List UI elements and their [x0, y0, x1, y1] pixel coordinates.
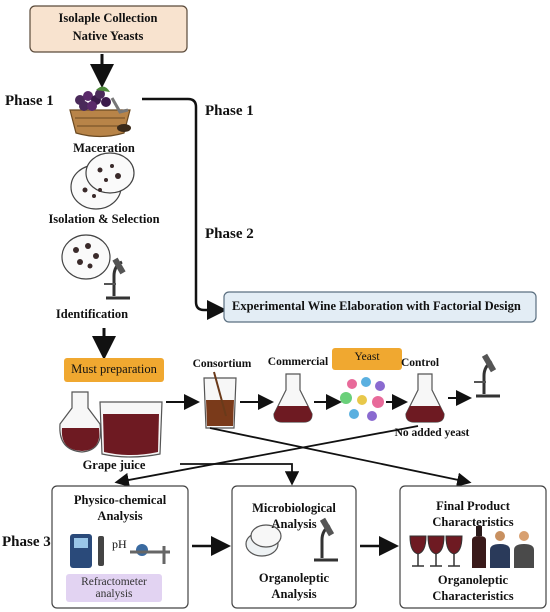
grape-juice-label: Grape juice	[82, 458, 146, 472]
experimental-box	[223, 291, 537, 323]
microscope-icon-2	[474, 353, 500, 398]
consortium-label: Consortium	[192, 358, 252, 370]
final-title: Final Product Characteristics	[432, 498, 513, 530]
wine-bottle-icon	[472, 526, 486, 568]
collection-line1: Isolaple Collection	[58, 11, 158, 25]
petri-dish-icon-2	[245, 524, 282, 557]
cross-line-1	[209, 427, 472, 487]
physico-line1: Physico-chemical	[73, 493, 167, 507]
ph-meter-icon	[70, 534, 170, 568]
isolation-label: Isolation & Selection	[48, 212, 160, 226]
micro-line2: Analysis	[271, 517, 317, 531]
phase1-left-label: Phase 1	[5, 93, 54, 109]
maceration-label: Maceration	[73, 141, 135, 155]
refract-line2: analysis	[95, 588, 133, 600]
organo2-title: Organoleptic Characteristics	[432, 572, 513, 604]
grape-basket-icon	[69, 86, 131, 138]
tasters-icon	[490, 531, 534, 568]
organo2-line2: Characteristics	[432, 589, 514, 603]
wine-glasses-icon	[409, 535, 463, 567]
final-line1: Final Product	[436, 499, 510, 513]
identification-label: Identification	[55, 307, 129, 321]
refractometer-box	[66, 574, 162, 602]
organo1-line2: Analysis	[271, 587, 317, 601]
branch-line	[180, 463, 300, 486]
phase3-label: Phase 3	[2, 534, 51, 550]
grape-juice-flask-icon	[59, 391, 163, 458]
microscope-icon-1	[104, 257, 130, 300]
micro-box	[231, 485, 357, 609]
yeast-label: Yeast	[354, 351, 380, 363]
phase1-right-label: Phase 1	[205, 103, 254, 119]
experimental-box-text: Experimental Wine Elaboration with Facto…	[232, 299, 521, 313]
must-prep-box	[64, 358, 164, 382]
organo1-title: Organoleptic Analysis	[259, 570, 329, 602]
collection-box	[29, 5, 188, 53]
consortium-beaker-icon	[203, 371, 237, 429]
yeast-cells-icon	[340, 377, 385, 421]
no-added-yeast-label: No added yeast	[394, 427, 470, 439]
collection-box-text: Isolaple Collection Native Yeasts	[59, 9, 158, 45]
refractometer-text: Refractometer analysis	[81, 576, 147, 600]
refract-line1: Refractometer	[81, 576, 147, 588]
physico-title: Physico-chemical Analysis	[74, 492, 166, 524]
yeast-box	[332, 348, 402, 370]
ph-label: pH	[112, 537, 127, 551]
must-prep-label: Must preparation	[71, 362, 157, 376]
cross-line-2	[114, 425, 419, 488]
micro-line1: Microbiological	[252, 501, 336, 515]
micro-title: Microbiological Analysis	[252, 500, 336, 532]
organo2-line1: Organoleptic	[437, 573, 509, 587]
organo1-line1: Organoleptic	[258, 571, 330, 585]
commercial-label: Commercial	[267, 356, 329, 368]
petri-dish-icon	[70, 152, 135, 210]
phase2-label: Phase 2	[205, 226, 254, 242]
identification-dish-icon	[61, 234, 111, 280]
physico-line2: Analysis	[97, 509, 143, 523]
control-label: Control	[400, 357, 440, 369]
microscope-icon-3	[314, 517, 338, 562]
control-flask-icon	[405, 373, 445, 423]
phase-flow-line	[142, 97, 227, 320]
collection-line2: Native Yeasts	[72, 29, 144, 43]
final-line2: Characteristics	[432, 515, 514, 529]
commercial-flask-icon	[273, 373, 313, 423]
